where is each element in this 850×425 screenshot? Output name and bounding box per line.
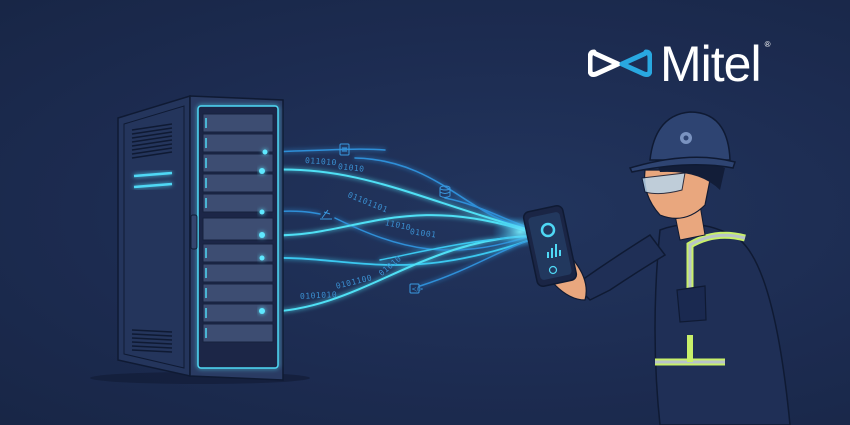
mitel-logo: Mitel ® (588, 36, 771, 92)
database-icon (439, 185, 451, 198)
rack-units (202, 113, 274, 343)
gear-icon (680, 132, 692, 144)
svg-text:</>: </> (412, 286, 424, 293)
document-icon (339, 143, 350, 156)
user-network-icon (320, 209, 332, 220)
brand-name: Mitel (660, 36, 762, 92)
brand-wordmark: Mitel ® (660, 36, 771, 92)
code-icon: </> (409, 283, 424, 294)
registered-mark: ® (764, 40, 771, 49)
mitel-bowtie-icon (588, 49, 652, 77)
smartphone-dashboard-icon (522, 205, 578, 287)
